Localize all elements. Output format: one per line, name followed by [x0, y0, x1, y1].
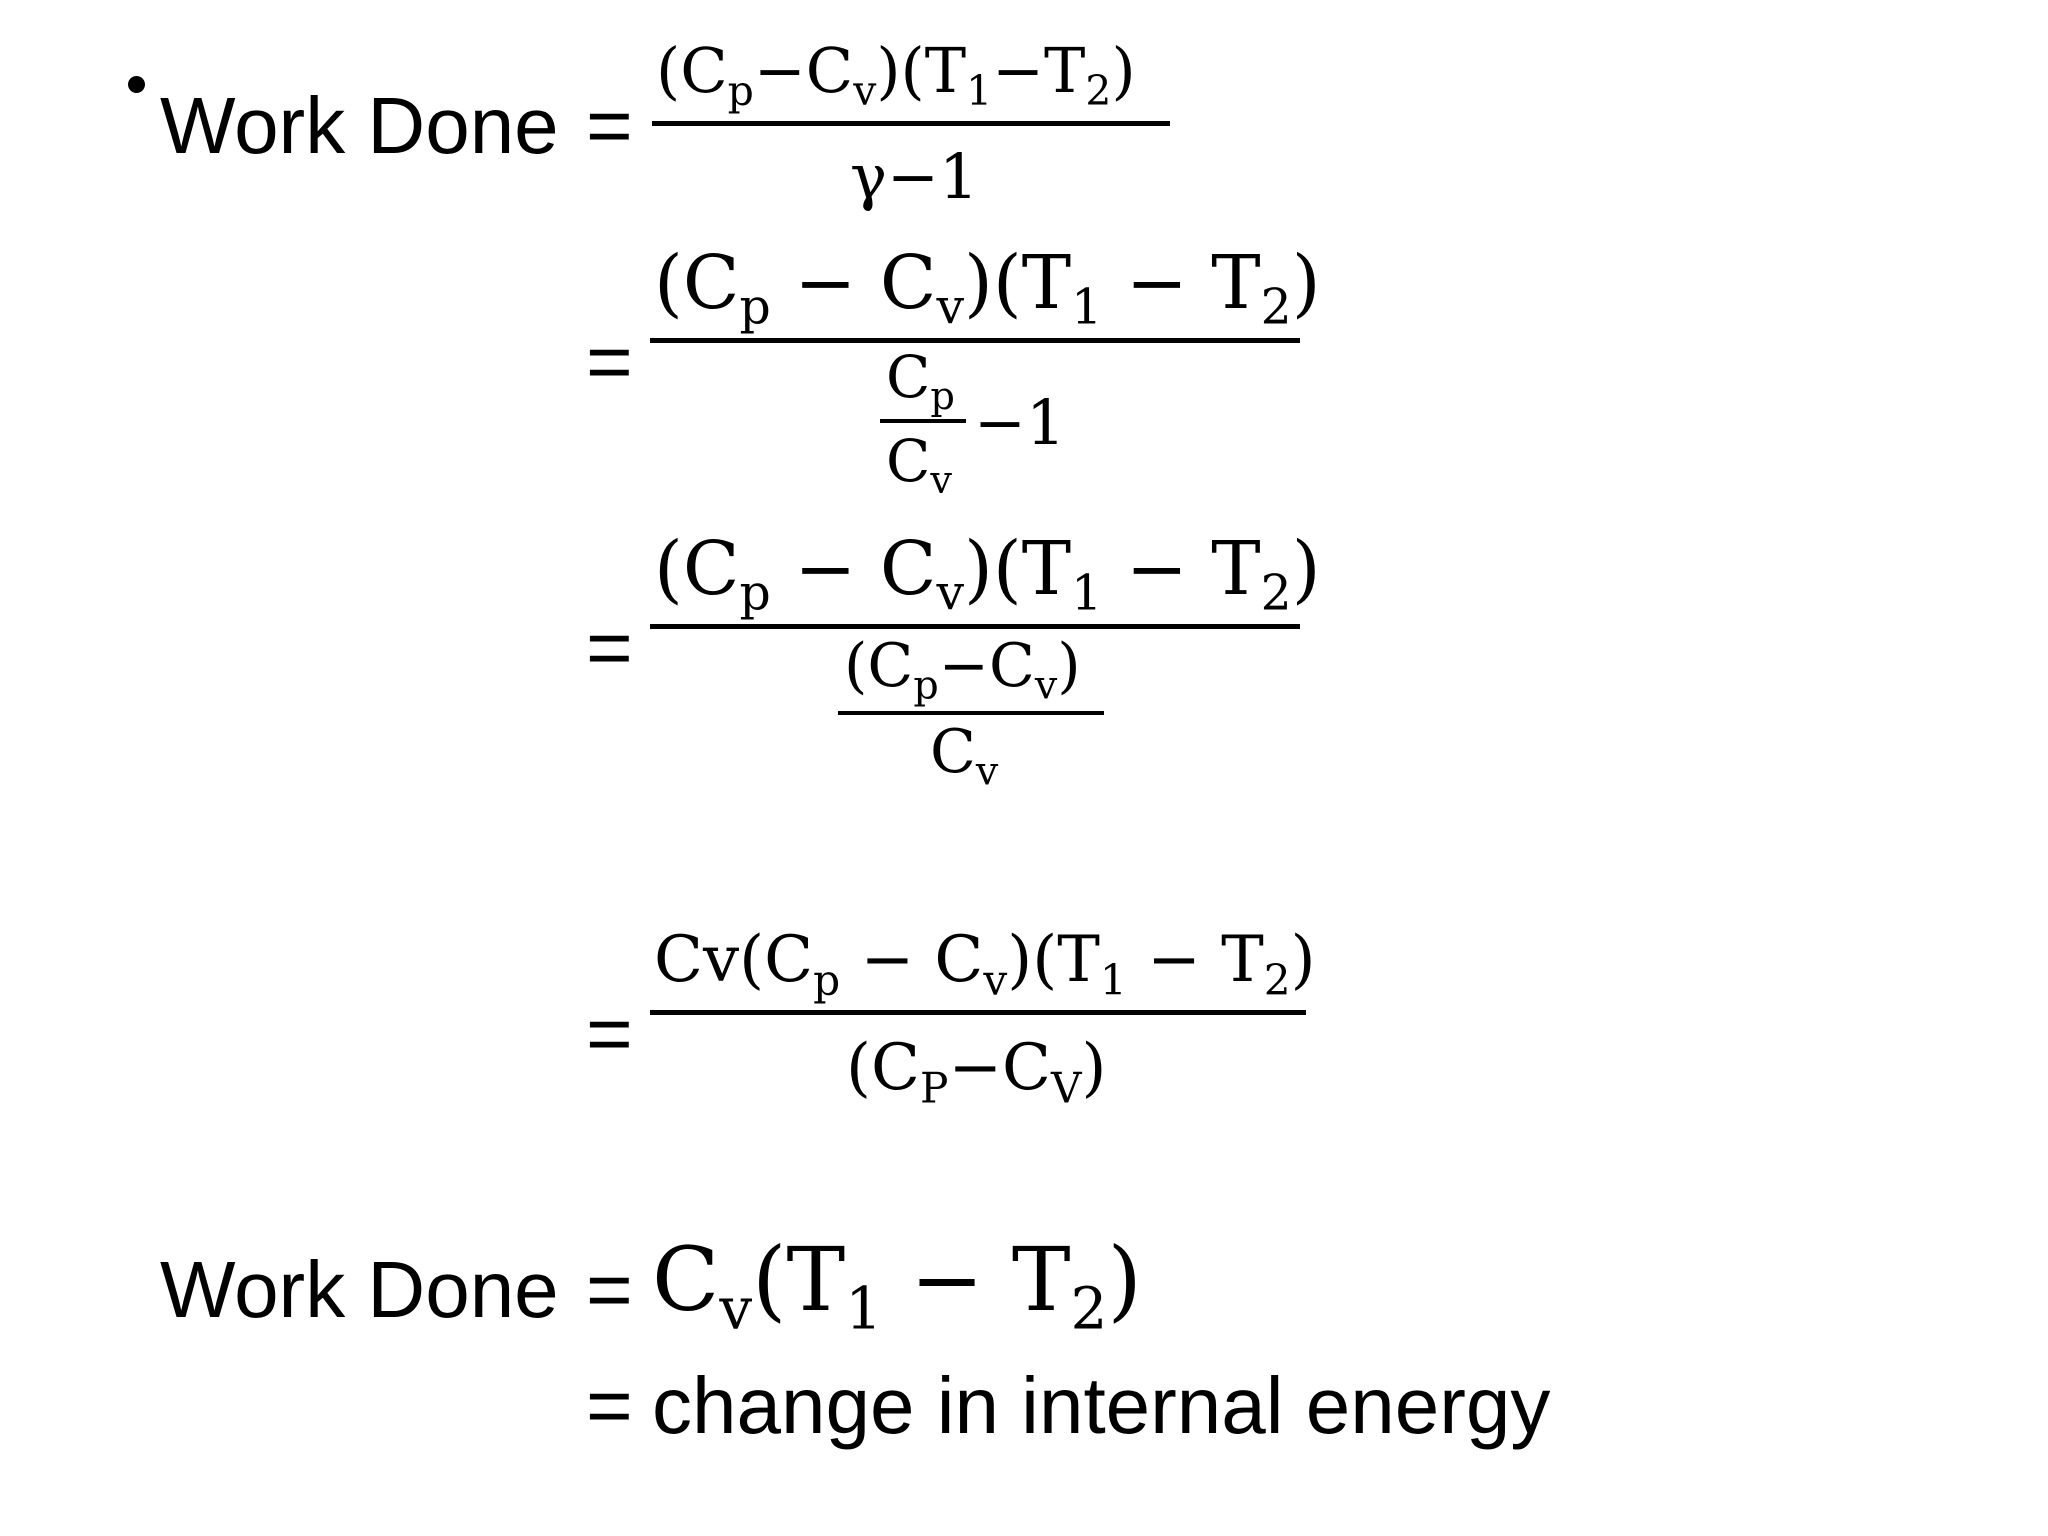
equals-sign: =	[586, 603, 633, 692]
inner-fraction-denominator: Cv	[886, 427, 953, 504]
fraction-1-numerator: (Cp−Cv)(T1−T2)	[656, 34, 1136, 116]
result-expression: Cv(T1 − T2)	[652, 1228, 1142, 1343]
minus-one: −1	[974, 386, 1066, 459]
fraction-3-bar	[650, 624, 1300, 629]
inner-fraction-denominator: Cv	[930, 717, 999, 795]
inner-fraction-numerator: Cp	[886, 343, 955, 420]
conclusion-text: change in internal energy	[652, 1361, 1551, 1450]
inner-fraction-bar	[880, 419, 966, 423]
bullet-point	[128, 76, 145, 93]
inner-fraction-numerator: (Cp−Cv)	[844, 631, 1081, 709]
fraction-1-bar	[652, 121, 1170, 126]
equals-sign: =	[586, 81, 633, 170]
fraction-4-bar	[650, 1010, 1306, 1015]
fraction-4-numerator: Cv(Cp − Cv)(T1 − T2)	[654, 923, 1316, 1005]
equals-sign: =	[586, 317, 633, 406]
work-done-label: Work Done	[160, 81, 559, 170]
equals-sign: =	[586, 1245, 633, 1334]
equals-sign: =	[586, 989, 633, 1078]
equals-sign: =	[586, 1361, 633, 1450]
fraction-3-numerator: (Cp − Cv)(T1 − T2)	[654, 526, 1321, 622]
work-done-result-label: Work Done	[160, 1245, 559, 1334]
fraction-2-numerator: (Cp − Cv)(T1 − T2)	[654, 240, 1321, 336]
inner-fraction-bar	[838, 711, 1104, 715]
fraction-1-denominator: γ−1	[850, 140, 979, 213]
fraction-2-bar	[650, 338, 1300, 343]
fraction-4-denominator: (CP−CV)	[846, 1031, 1107, 1113]
